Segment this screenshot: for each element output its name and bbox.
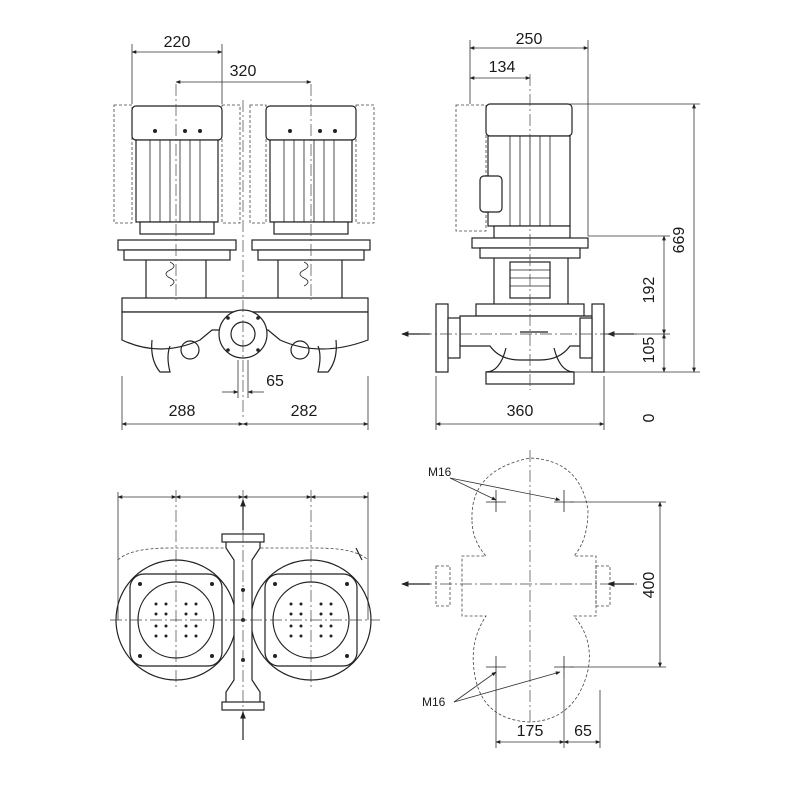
- dim-offset: 65: [266, 373, 284, 390]
- dim-upper-height: 192: [641, 277, 658, 304]
- label-bolt-bottom: M16: [422, 695, 446, 709]
- dim-left: 288: [169, 403, 196, 420]
- label-bolt-top: M16: [428, 465, 452, 479]
- top-view: [110, 490, 380, 740]
- side-motor: [471, 103, 589, 312]
- dim-centers: 320: [230, 63, 257, 80]
- dim-side-base: 360: [507, 403, 534, 420]
- dim-zero: 0: [641, 413, 658, 422]
- front-view: 220 320 288 282 65: [113, 34, 375, 430]
- dim-foundation-width: 175: [517, 723, 544, 740]
- dim-lower-height: 105: [641, 337, 658, 364]
- dim-right: 282: [291, 403, 318, 420]
- dim-total-height: 669: [671, 227, 688, 254]
- foundation-view: M16 M16 400 175 65: [401, 450, 666, 748]
- dim-foundation-height: 400: [641, 572, 658, 599]
- twin-pump-housing: [121, 297, 369, 373]
- left-motor: [117, 105, 237, 298]
- side-view: 250 134 360 669 192 105 0: [401, 31, 700, 430]
- dim-side-offset: 134: [489, 59, 516, 76]
- dim-foundation-edge: 65: [574, 723, 592, 740]
- dim-motor-width: 220: [164, 34, 191, 51]
- dim-side-width: 250: [516, 31, 543, 48]
